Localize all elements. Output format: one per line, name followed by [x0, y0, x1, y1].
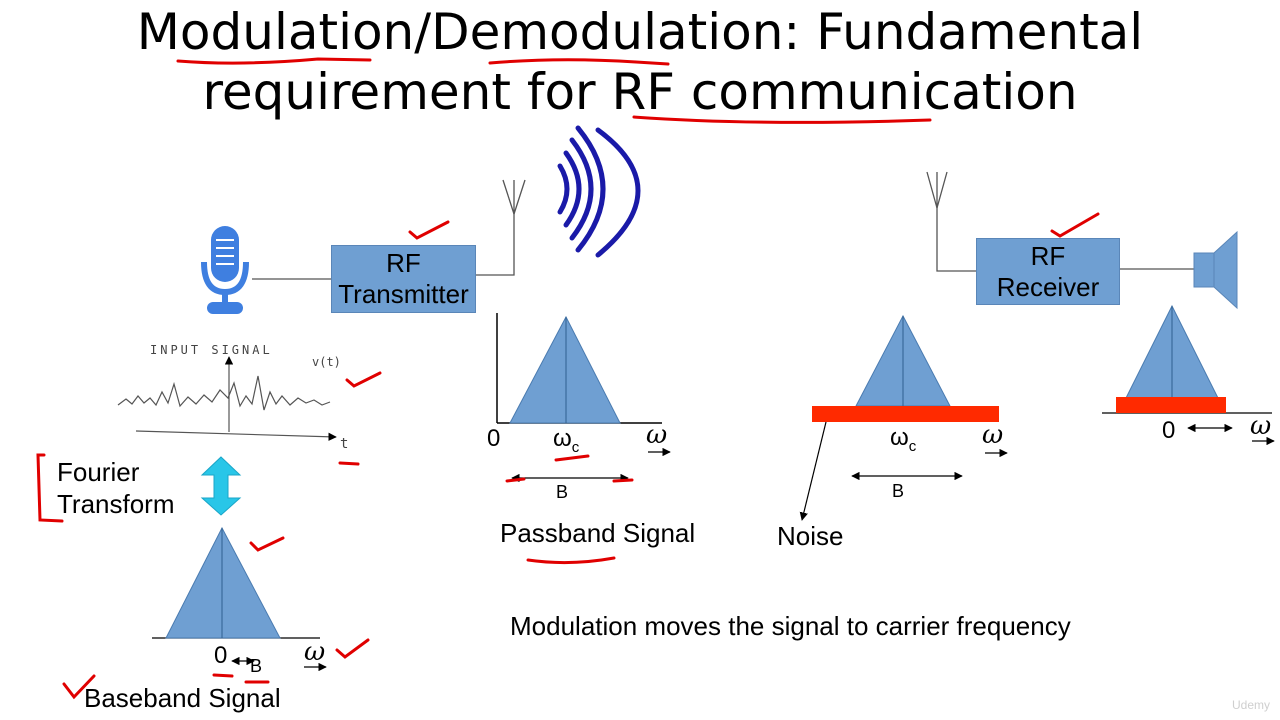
input-signal-label: INPUT SIGNAL	[150, 343, 273, 357]
baseband-bandwidth-label: B	[250, 656, 263, 676]
passband-bandwidth-label: B	[556, 482, 569, 502]
speaker-icon	[1193, 230, 1238, 310]
rf-receiver-label-line1: RF	[1030, 240, 1066, 271]
passband-carrier-omega: ω	[553, 425, 572, 452]
baseband-spectrum	[152, 526, 327, 672]
radio-waves-icon	[557, 125, 641, 258]
output-noise-band	[1116, 397, 1226, 413]
rf-receiver-label-line2: Receiver	[996, 271, 1100, 302]
rf-transmitter-block: RF Transmitter	[331, 245, 476, 313]
udemy-watermark: Udemy	[1231, 698, 1270, 712]
red-annotations	[36, 57, 1100, 700]
baseband-omega-label: ω	[304, 637, 326, 667]
baseband-zero-label: 0	[214, 642, 228, 669]
input-signal-vt-label: v(t)	[312, 355, 341, 369]
slide-title-line-2: requirement for RF communication	[202, 63, 1078, 121]
rf-transmitter-label-line2: Transmitter	[338, 279, 469, 309]
passband-signal-label: Passband Signal	[500, 518, 696, 548]
slide-title-line-1: Modulation/Demodulation: Fundamental	[136, 3, 1144, 61]
received-carrier-omega: ω	[890, 424, 909, 451]
output-zero-label: 0	[1162, 417, 1176, 444]
receiver-antenna-icon	[926, 171, 976, 272]
modulation-caption: Modulation moves the signal to carrier f…	[510, 611, 1071, 641]
received-omega-label: ω	[982, 420, 1004, 450]
received-carrier-subscript: c	[908, 437, 917, 455]
passband-spectrum	[496, 313, 671, 483]
passband-zero-label: 0	[487, 425, 501, 452]
output-omega-label: ω	[1250, 411, 1272, 441]
input-signal-sketch	[117, 356, 337, 441]
baseband-signal-label: Baseband Signal	[84, 683, 281, 713]
fourier-transform-label-line2: Transform	[57, 489, 175, 519]
received-spectrum	[799, 314, 1008, 521]
microphone-icon	[201, 226, 249, 314]
received-bandwidth-label: B	[892, 481, 905, 501]
received-carrier-label: ωc	[890, 424, 916, 455]
noise-band	[812, 406, 999, 422]
passband-carrier-subscript: c	[571, 438, 580, 456]
noise-label: Noise	[777, 521, 844, 551]
rf-transmitter-label-line1: RF	[386, 248, 421, 278]
rf-receiver-block: RF Receiver	[976, 238, 1120, 305]
input-signal-t-label: t	[340, 436, 349, 452]
fourier-transform-label-line1: Fourier	[57, 457, 140, 487]
transmitter-antenna-icon	[476, 179, 526, 276]
fourier-double-arrow	[200, 456, 242, 516]
output-spectrum	[1102, 304, 1275, 446]
passband-omega-label: ω	[646, 420, 668, 450]
passband-carrier-label: ωc	[553, 425, 579, 456]
